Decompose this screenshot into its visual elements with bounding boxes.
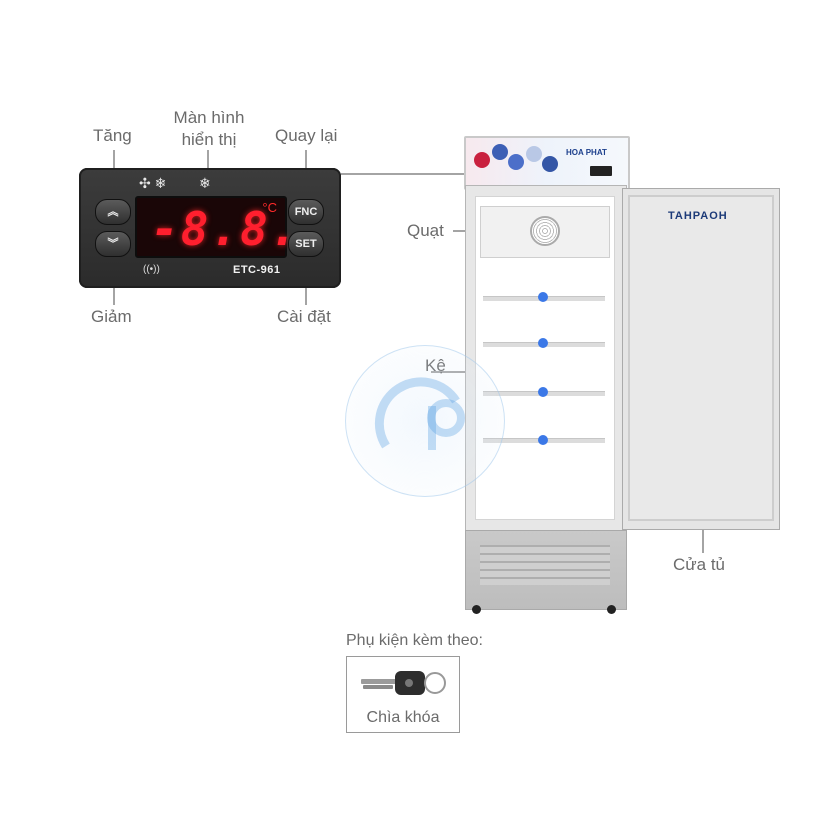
accessory-item-label: Chìa khóa <box>366 709 440 726</box>
fan-snow-icon: ✣ ❄ <box>139 175 167 191</box>
display-digits: -8.8. <box>151 202 300 256</box>
label-man-hinh-line1: Màn hình <box>173 108 245 127</box>
fridge-top-banner: HOA PHAT <box>464 136 630 190</box>
temperature-display: -8.8. °C <box>135 196 297 258</box>
label-quat: Quạt <box>407 221 444 240</box>
label-giam: Giảm <box>91 307 132 326</box>
fnc-button[interactable]: FNC <box>288 199 324 225</box>
label-cua-tu: Cửa tủ <box>673 555 726 574</box>
berries-image <box>472 142 562 172</box>
label-tang: Tăng <box>93 126 132 145</box>
brand-logo-top: HOA PHAT <box>566 148 607 157</box>
label-quay-lai: Quay lại <box>275 126 338 145</box>
set-button[interactable]: SET <box>288 231 324 257</box>
accessory-card: Chìa khóa <box>346 656 460 733</box>
fan-icon <box>530 216 560 246</box>
key-icon <box>361 671 446 695</box>
door-gasket <box>628 195 774 521</box>
base-grill <box>480 545 610 585</box>
wheel <box>472 605 481 614</box>
snowflake-icon: ❄ <box>199 175 211 191</box>
signal-icon: ((•)) <box>143 264 160 275</box>
chevron-up-icon: ︽ <box>107 206 119 218</box>
label-cai-dat: Cài đặt <box>277 307 331 326</box>
increase-button[interactable]: ︽ <box>95 199 131 225</box>
label-man-hinh-line2: hiển thị <box>181 130 237 149</box>
model-label: ETC-961 <box>233 264 281 276</box>
thermostat-controller: ✣ ❄ ❄ ︽ ︾ -8.8. °C FNC SET ((•)) ETC-961 <box>79 168 341 288</box>
wheel <box>607 605 616 614</box>
accessory-heading: Phụ kiện kèm theo: <box>346 632 483 649</box>
decrease-button[interactable]: ︾ <box>95 231 131 257</box>
watermark-logo <box>345 345 505 497</box>
display-unit: °C <box>262 200 277 215</box>
door-logo: TAHPAOH <box>668 210 728 222</box>
mini-display <box>590 166 612 176</box>
chevron-down-icon: ︾ <box>107 238 119 250</box>
